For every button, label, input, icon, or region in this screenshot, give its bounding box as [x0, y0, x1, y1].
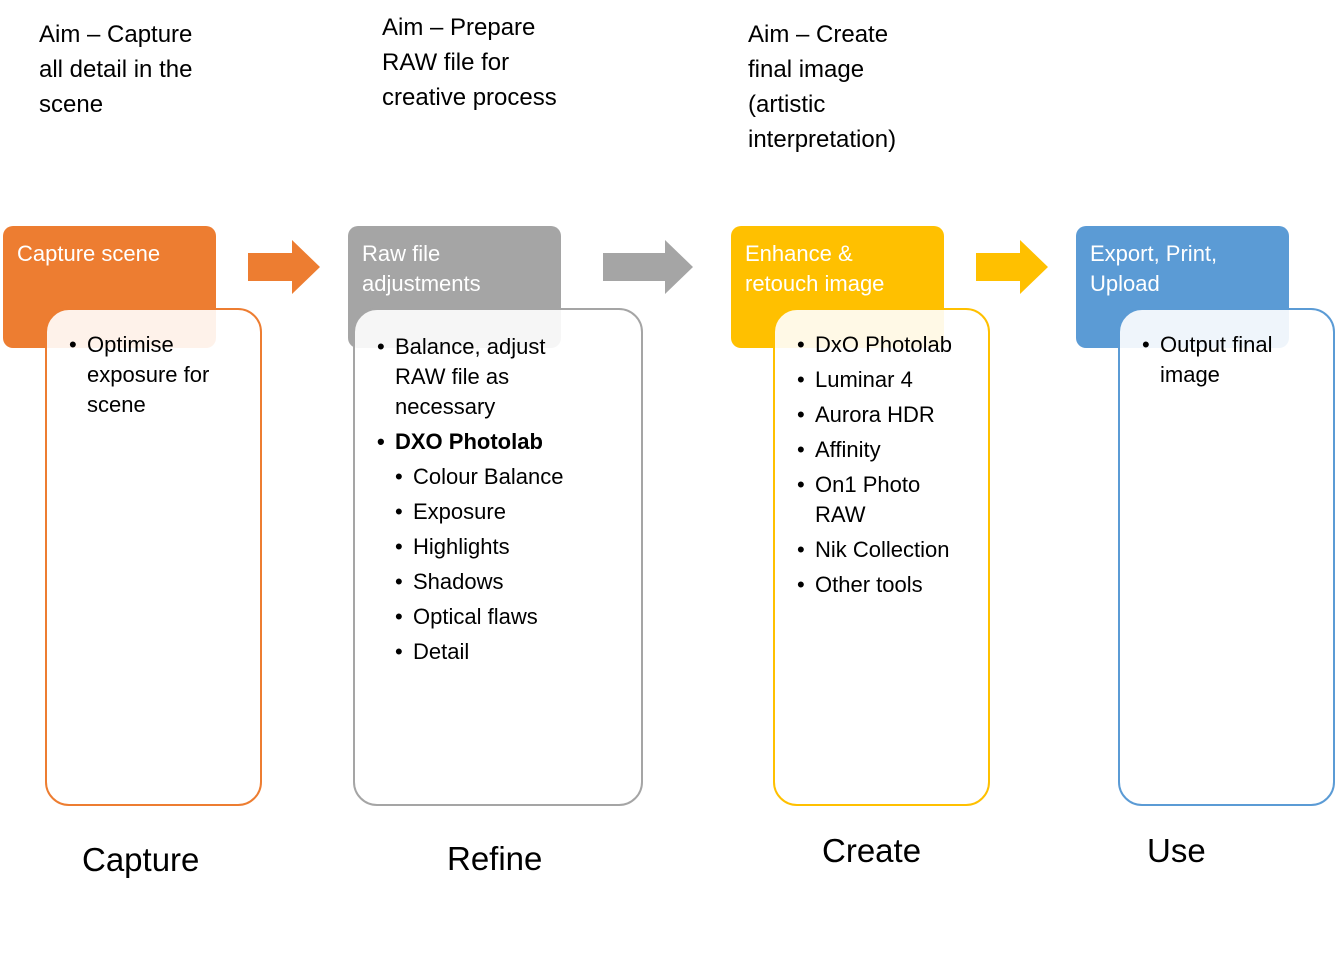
bullet-create-3: Aurora HDR — [797, 400, 976, 430]
bullet-create-7: Other tools — [797, 570, 976, 600]
aim-capture: Aim – Capture all detail in the scene — [39, 21, 193, 118]
bullet-create-4: Affinity — [797, 435, 976, 465]
bullet-refine-sub-1: Colour Balance — [395, 462, 629, 492]
bullet-refine-sub-2: Exposure — [395, 497, 629, 527]
bullet-create-1: DxO Photolab — [797, 330, 976, 360]
bullet-refine-2: DXO Photolab — [377, 427, 629, 457]
bullet-refine-sub-6: Detail — [395, 637, 629, 667]
stage-label-use: Use — [1147, 832, 1206, 869]
aim-create: Aim – Create final image (artistic inter… — [748, 21, 897, 153]
bullet-capture-1: Optimise exposure for scene — [69, 330, 237, 420]
aim-refine: Aim – Prepare RAW file for creative proc… — [382, 14, 557, 111]
bullet-refine-sub-5: Optical flaws — [395, 602, 629, 632]
stage-label-refine: Refine — [447, 840, 543, 877]
bullet-create-2: Luminar 4 — [797, 365, 976, 395]
bullet-create-5: On1 Photo RAW — [797, 470, 945, 530]
body-capture: Optimise exposure for scene — [45, 308, 262, 806]
body-use: Output final image — [1118, 308, 1335, 806]
arrow-right-icon — [976, 240, 1048, 294]
stage-label-create: Create — [822, 832, 922, 869]
bullet-refine-sub-4: Shadows — [395, 567, 629, 597]
bullet-refine-sub-3: Highlights — [395, 532, 629, 562]
body-create: DxO Photolab Luminar 4 Aurora HDR Affini… — [773, 308, 990, 806]
arrow-right-icon — [603, 240, 693, 294]
arrow-right-icon — [248, 240, 320, 294]
bullet-use-1: Output final image — [1142, 330, 1310, 390]
bullet-create-6: Nik Collection — [797, 535, 976, 565]
stage-label-capture: Capture — [82, 841, 200, 878]
bullet-refine-1: Balance, adjust RAW file as necessary — [377, 332, 575, 422]
body-refine: Balance, adjust RAW file as necessary DX… — [353, 308, 643, 806]
